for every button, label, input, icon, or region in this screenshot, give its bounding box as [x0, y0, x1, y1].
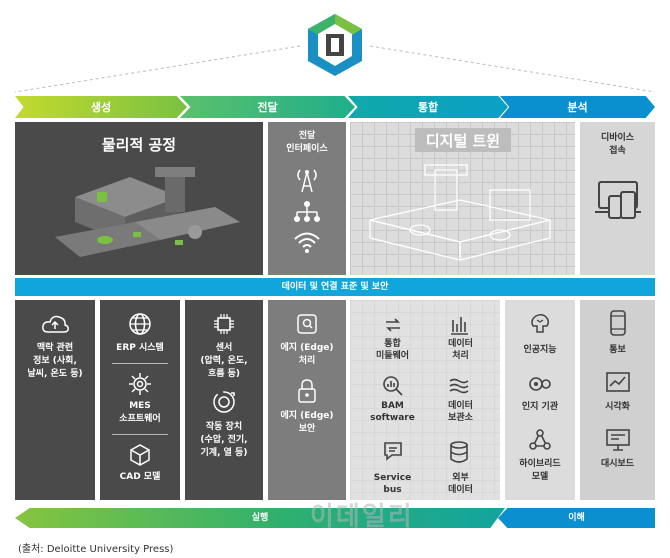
- brain-icon: [531, 313, 550, 333]
- edge-processing-icon: [297, 314, 317, 334]
- mes-label-1: MES: [129, 401, 151, 411]
- separator: [112, 434, 168, 435]
- middleware-label-1: 통합: [384, 339, 401, 349]
- machine-illustration-icon: [55, 167, 240, 257]
- message-icon: [384, 442, 402, 461]
- actuator-label-2: (수압, 전기,: [200, 435, 248, 445]
- service-bus-label-1: Service: [373, 473, 412, 483]
- cad-label: CAD 모델: [119, 472, 161, 482]
- physical-process-title: 물리적 공정: [101, 136, 177, 154]
- edge-column: 에지 (Edge) 처리 에지 (Edge) 보안: [268, 300, 346, 500]
- data-processing-label-1: 데이터: [448, 339, 473, 349]
- sync-arrows-icon: [386, 318, 400, 332]
- insight-column: 통보 시각화 대시보드: [580, 300, 655, 500]
- device-access-title-2: 접속: [609, 146, 626, 156]
- digital-twin-panel: 디지털 트윈: [350, 122, 575, 275]
- digital-twin-title-box: 디지털 트윈: [415, 128, 511, 152]
- dashboard-monitor-icon: [605, 429, 630, 451]
- waves-icon: [449, 378, 469, 394]
- chip-icon: [214, 314, 234, 334]
- standards-bar-label: 데이터 및 연결 표준 및 보안: [281, 281, 389, 292]
- integration-column: 통합 미들웨어 데이터 처리 BAM software 데이터 보관소 Serv…: [350, 300, 500, 500]
- sensor-label-3: 흐름 등): [207, 369, 241, 379]
- data-storage-label-2: 보관소: [448, 413, 473, 423]
- transfer-interface-title-2: 인터페이스: [286, 144, 328, 154]
- connector-lines: [14, 45, 656, 93]
- cognitive-engine-icon: [529, 377, 551, 391]
- stage-transfer: 전달: [180, 96, 355, 118]
- edge-processing-label-2: 처리: [298, 356, 316, 366]
- trend-chart-icon: [605, 372, 630, 392]
- watermark: 이데일리: [310, 502, 414, 532]
- network-tree-icon: [294, 201, 320, 222]
- mes-label-2: 소프트웨어: [119, 414, 161, 424]
- data-processing-label-2: 처리: [452, 351, 469, 361]
- understand-bar: 이해: [498, 508, 655, 528]
- edge-processing-label-1: 에지 (Edge): [280, 343, 334, 353]
- context-info-column: 맥락 관련 정보 (사회, 날씨, 온도 등): [15, 300, 95, 500]
- external-data-label-1: 외부: [452, 473, 469, 483]
- globe-icon: [129, 313, 151, 335]
- digital-twin-title: 디지털 트윈: [425, 131, 501, 150]
- separator: [112, 363, 168, 364]
- execute-bar: 실행: [15, 508, 505, 528]
- devices-icon: [594, 181, 641, 219]
- cognition-label: 인지 기관: [521, 402, 559, 412]
- twin-machine-outline-icon: [369, 164, 551, 261]
- stage-generate: 생성: [15, 96, 187, 118]
- stage-integrate: 통합: [348, 96, 508, 118]
- hybrid-label-1: 하이브리드: [519, 459, 561, 469]
- bam-label-1: BAM: [381, 401, 404, 411]
- context-info-line-1: 맥락 관련: [36, 343, 74, 353]
- cube-icon: [130, 444, 150, 466]
- hybrid-label-2: 모델: [531, 472, 549, 482]
- bar-chart-icon: [451, 317, 468, 335]
- gear-icon: [129, 373, 151, 395]
- sensor-actuator-column: 센서 (압력, 온도, 흐름 등) 작동 장치 (수압, 전기, 기계, 열 등…: [185, 300, 263, 500]
- rotate-gear-icon: [213, 391, 235, 413]
- transfer-interface-title-1: 전달: [298, 131, 316, 141]
- analysis-column: 인공지능 인지 기관 하이브리드 모델: [505, 300, 575, 500]
- standards-bar: 데이터 및 연결 표준 및 보안: [15, 278, 655, 296]
- context-info-line-2: 정보 (사회,: [33, 356, 77, 366]
- stage-analyze: 분석: [500, 96, 655, 118]
- sensor-label-2: (압력, 온도,: [200, 356, 248, 366]
- enterprise-systems-column: ERP 시스템 MES 소프트웨어 CAD 모델: [100, 300, 180, 500]
- notification-label: 통보: [609, 345, 626, 355]
- erp-label: ERP 시스템: [116, 343, 164, 353]
- search-chart-icon: [383, 376, 403, 396]
- device-access-panel: 디바이스 접속: [580, 122, 655, 275]
- bam-label-2: software: [370, 413, 415, 423]
- molecule-icon: [529, 429, 551, 450]
- visualization-label: 시각화: [605, 402, 630, 412]
- dashboard-label: 대시보드: [600, 459, 635, 469]
- edge-security-label-1: 에지 (Edge): [280, 411, 334, 421]
- wifi-icon: [294, 232, 320, 253]
- ai-label: 인공지능: [523, 345, 557, 355]
- actuator-label-1: 작동 장치: [205, 422, 243, 432]
- external-data-label-2: 데이터: [448, 485, 473, 495]
- transfer-interface-panel: 전달 인터페이스: [268, 122, 346, 275]
- hexagon-logo-icon: [308, 14, 362, 76]
- edge-security-label-2: 보안: [298, 424, 316, 434]
- service-bus-label-2: bus: [383, 485, 402, 495]
- lock-icon: [298, 379, 316, 403]
- actuator-label-3: 기계, 열 등): [200, 448, 248, 458]
- source-caption: (출처: Deloitte University Press): [18, 544, 174, 555]
- device-access-title-1: 디바이스: [600, 133, 635, 143]
- context-info-line-3: 날씨, 온도 등): [27, 369, 83, 379]
- data-storage-label-1: 데이터: [448, 401, 473, 411]
- understand-bar-label: 이해: [568, 512, 585, 523]
- antenna-icon: [297, 169, 317, 193]
- execute-bar-label: 실행: [251, 512, 269, 523]
- mobile-phone-icon: [609, 310, 626, 336]
- database-icon: [450, 441, 468, 463]
- grid-pattern: [350, 300, 500, 500]
- physical-process-panel: 물리적 공정: [15, 122, 263, 275]
- sensor-label-1: 센서: [215, 343, 233, 353]
- middleware-label-2: 미들웨어: [375, 351, 410, 361]
- cloud-upload-icon: [42, 315, 69, 333]
